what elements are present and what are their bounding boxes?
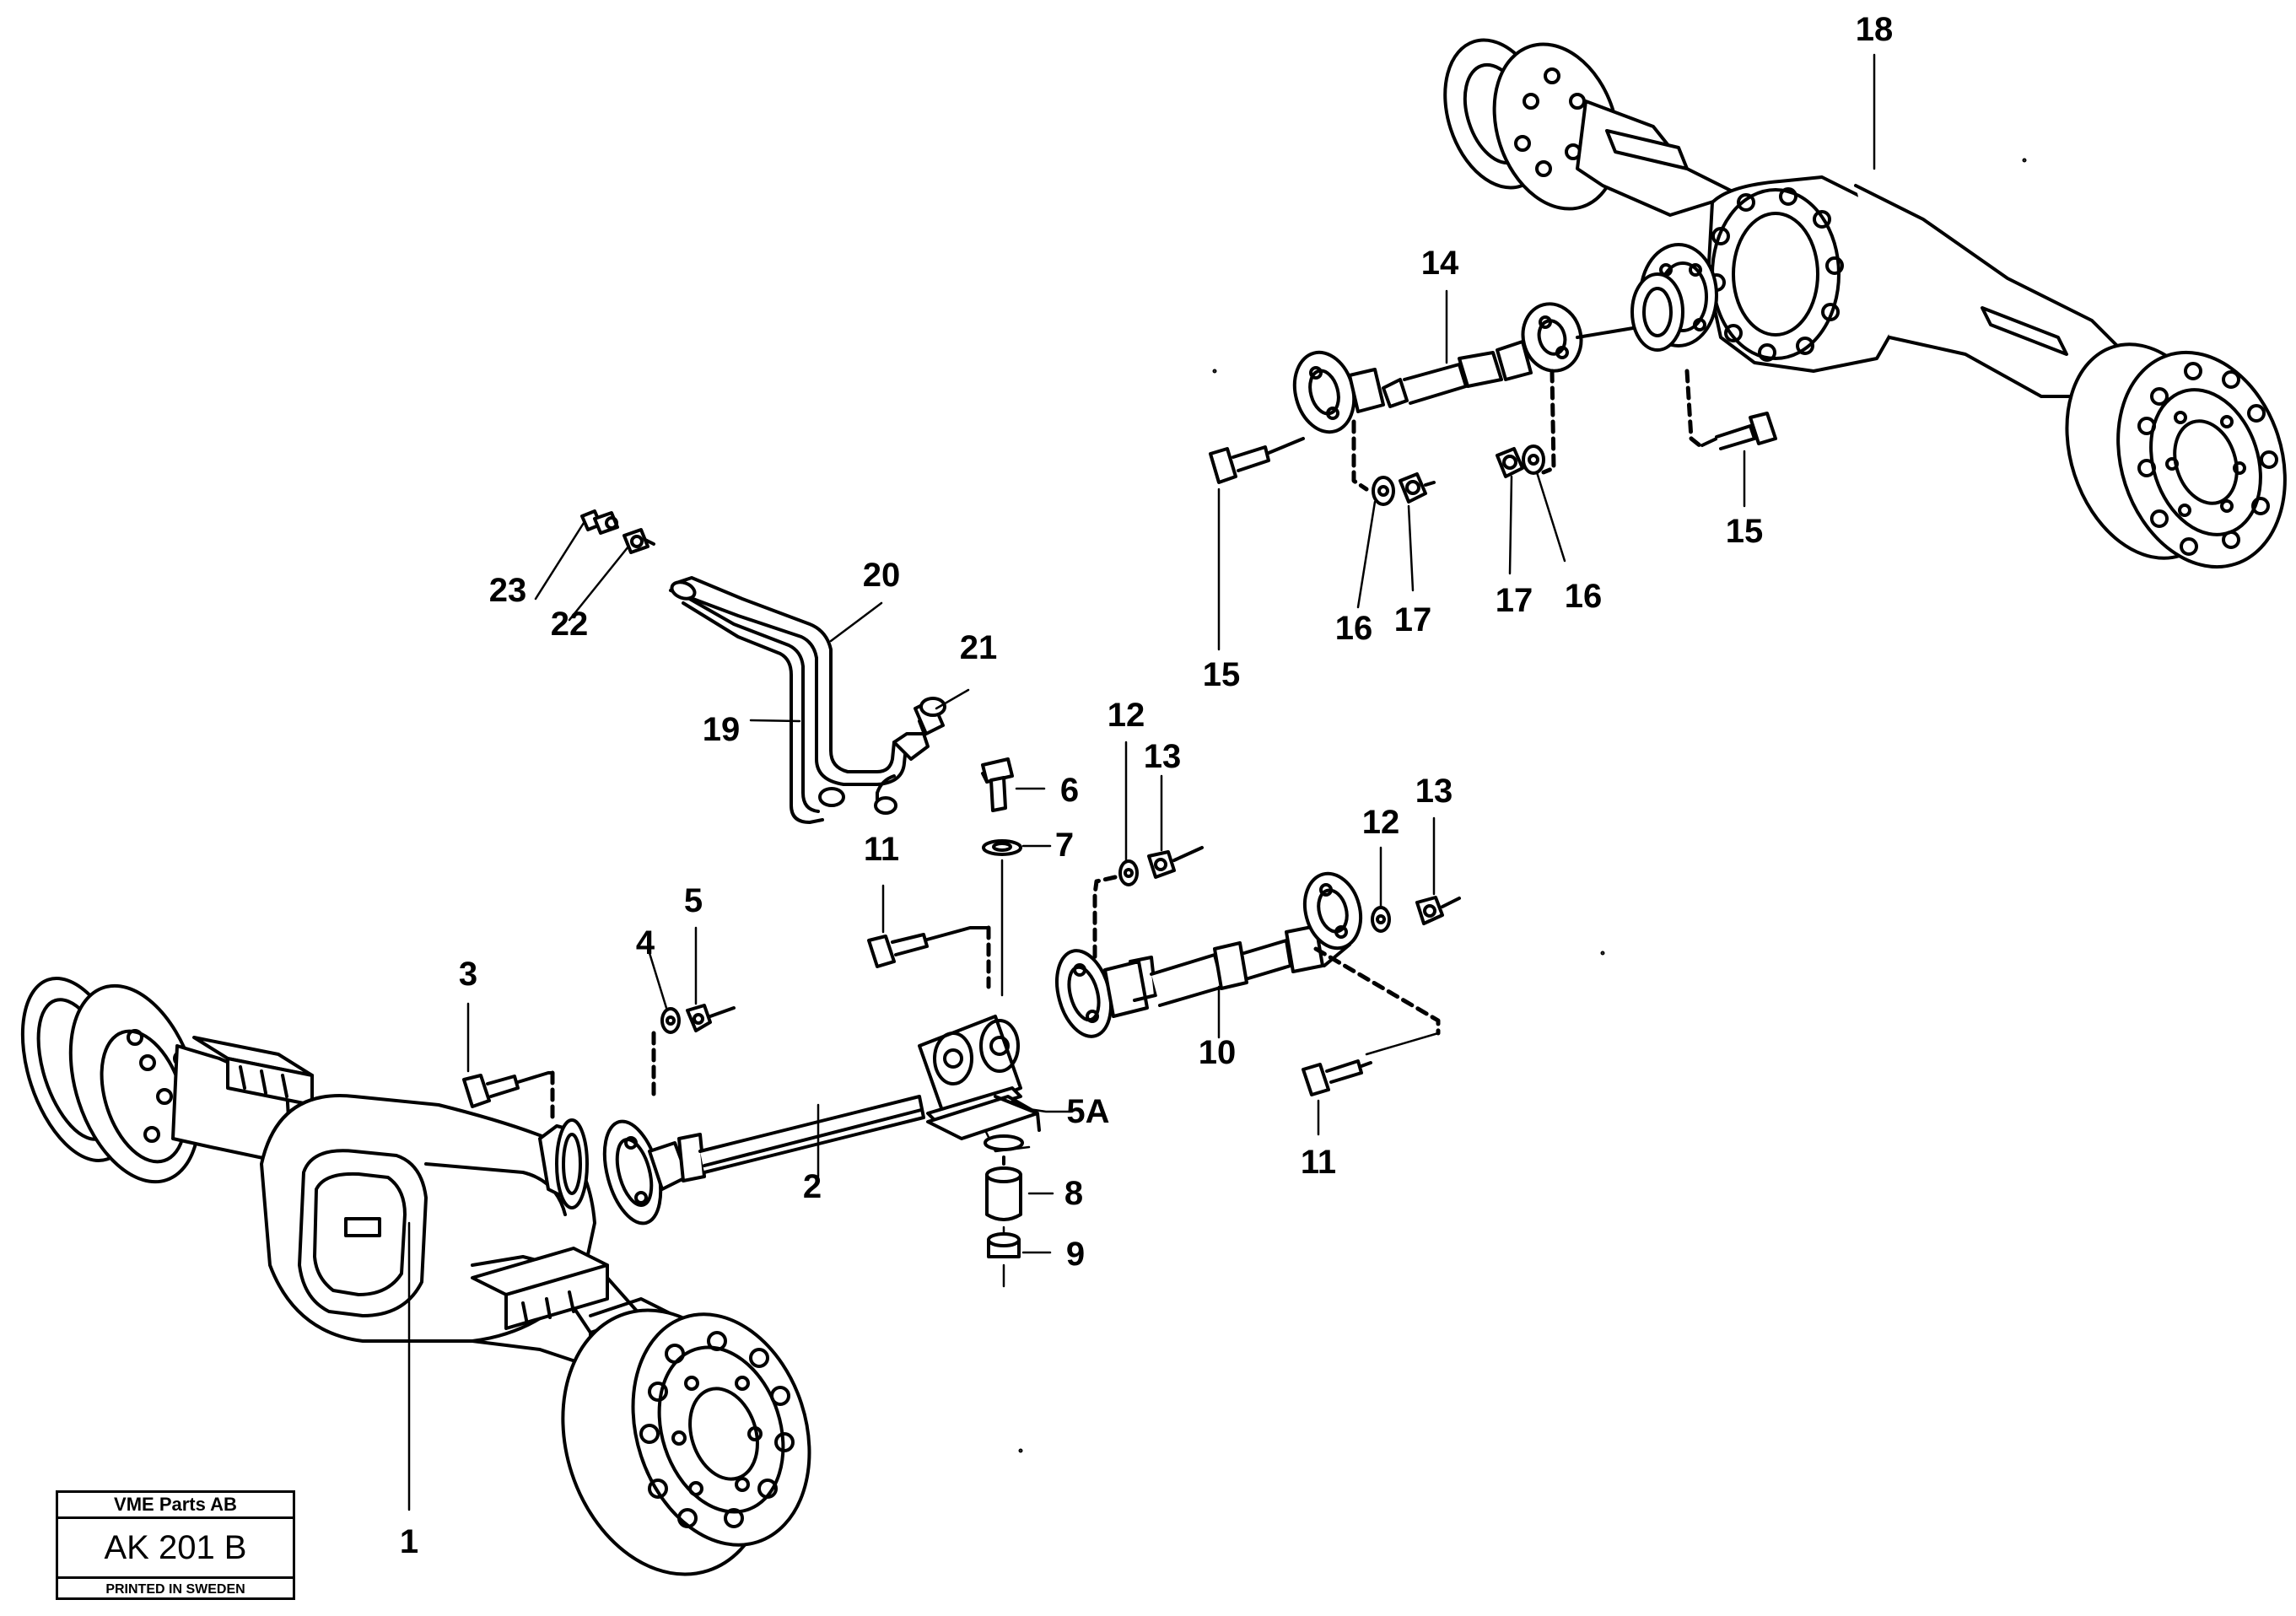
callout-8: 8 [1064,1175,1084,1212]
bolt-15-left [1209,437,1305,484]
callout-10: 10 [1198,1034,1237,1071]
callout-7: 7 [1054,827,1075,864]
drawing-code: AK 201 B [58,1519,293,1579]
callout-16-left: 16 [1334,610,1373,647]
callout-15-right: 15 [1725,513,1764,550]
callout-23: 23 [488,572,527,609]
bolt-6-washer-7 [981,757,1052,997]
propeller-shaft-10 [1055,871,1363,1038]
rear-axle-housing [1443,38,2287,569]
washer-4-nut-5 [651,1004,736,1099]
callout-12-upper: 12 [1107,697,1145,734]
callout-11-left: 11 [863,831,900,868]
company-name: VME Parts AB [58,1493,293,1519]
callout-21: 21 [959,629,998,666]
callout-1: 1 [399,1523,419,1560]
callout-5: 5 [683,882,703,919]
callout-20: 20 [862,557,901,594]
callout-14: 14 [1420,245,1459,282]
callout-18: 18 [1855,11,1894,48]
callout-9: 9 [1065,1236,1086,1273]
bolt-11-right [1302,946,1441,1096]
callout-17-right: 17 [1495,582,1533,619]
hydraulic-pipes [580,509,946,824]
callout-17-left: 17 [1393,601,1432,638]
callout-5a: 5A [1066,1093,1110,1130]
washer-16-nut-17-right [1496,369,1556,478]
callout-16-right: 16 [1564,578,1603,615]
washer-12-nut-13-lower [1371,896,1461,933]
bolt-11-left [867,925,991,989]
callout-3: 3 [458,956,478,993]
callout-4: 4 [635,924,655,962]
callout-22: 22 [550,606,589,643]
sleeve-8-nut-9 [984,1129,1054,1288]
propeller-shaft-14 [1292,302,1655,434]
callout-15-left: 15 [1202,656,1241,693]
callout-6: 6 [1059,772,1080,809]
washer-16-nut-17-left [1351,419,1436,506]
callout-2: 2 [802,1168,822,1205]
callout-13-upper: 13 [1143,738,1182,775]
callout-12-lower: 12 [1361,804,1400,841]
title-block: VME Parts AB AK 201 B PRINTED IN SWEDEN [56,1490,295,1600]
washer-12-nut-13-upper [1092,846,1204,964]
printed-note: PRINTED IN SWEDEN [105,1582,245,1597]
bolt-15-right [1684,369,1777,450]
callout-11-right: 11 [1300,1144,1337,1181]
callout-13-lower: 13 [1415,773,1453,810]
callout-19: 19 [702,711,741,748]
bolt-3 [462,1070,555,1124]
front-axle-housing [20,976,811,1576]
propeller-shaft-2 [602,1015,1041,1225]
